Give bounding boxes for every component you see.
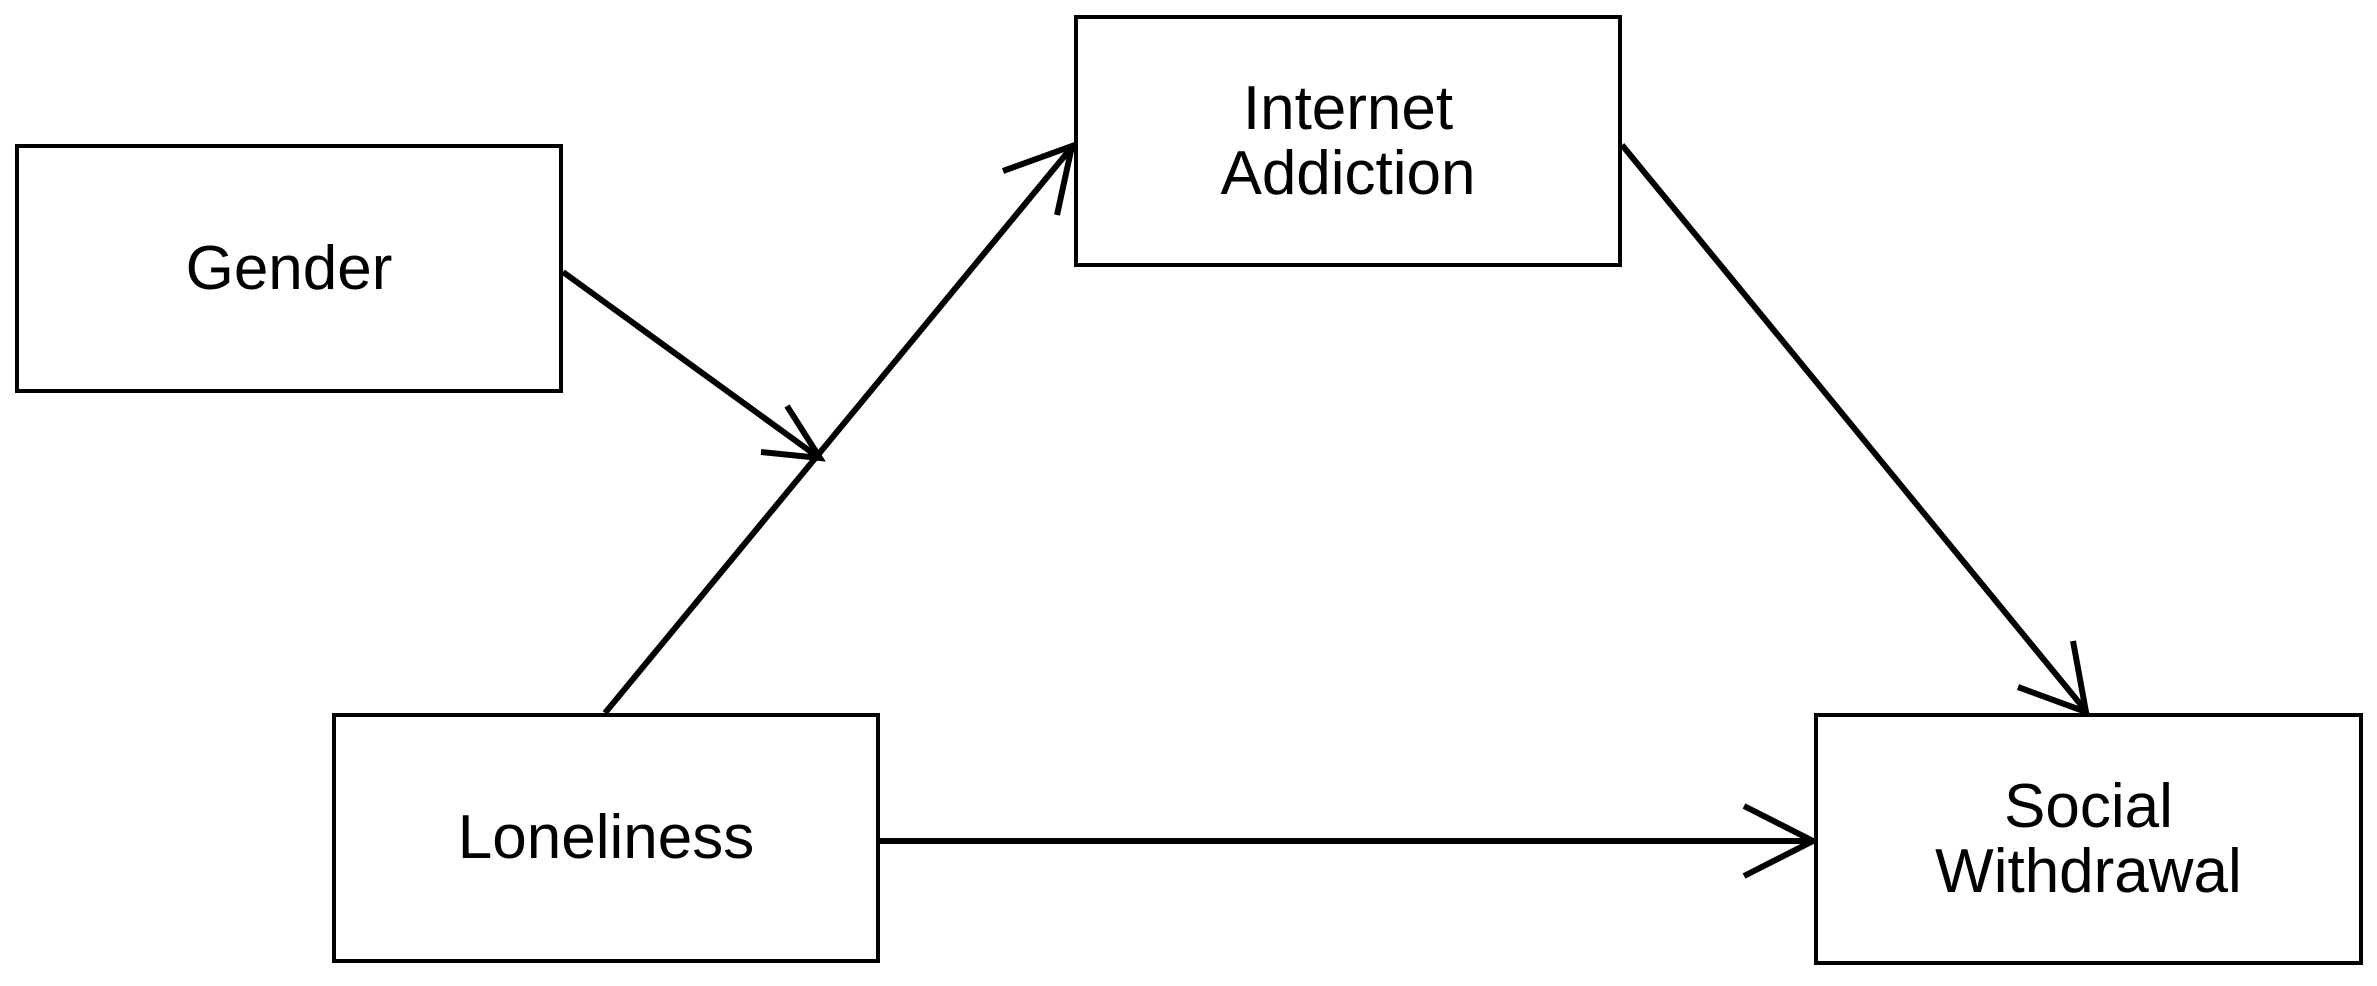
node-social-withdrawal-label: Social Withdrawal bbox=[1935, 771, 2242, 906]
edge-internet-addiction-to-social-withdrawal bbox=[1619, 143, 2090, 717]
arrowhead-open-v bbox=[1001, 141, 1077, 216]
node-gender[interactable]: Gender bbox=[15, 144, 563, 393]
arrowhead-open-v bbox=[2016, 640, 2090, 717]
node-loneliness[interactable]: Loneliness bbox=[332, 713, 880, 963]
edge-gender-to-loneliness-path bbox=[561, 269, 826, 462]
edge-loneliness-to-social-withdrawal bbox=[880, 803, 1820, 879]
node-internet-addiction-label: Internet Addiction bbox=[1220, 73, 1476, 208]
node-loneliness-label: Loneliness bbox=[457, 803, 755, 873]
arrowhead-open-v bbox=[760, 404, 826, 462]
edge-line bbox=[561, 269, 820, 460]
node-internet-addiction[interactable]: Internet Addiction bbox=[1074, 15, 1622, 267]
edge-line bbox=[602, 145, 1075, 715]
node-gender-label: Gender bbox=[185, 233, 393, 303]
arrowhead-open-v bbox=[1742, 803, 1820, 879]
edge-loneliness-to-internet-addiction bbox=[602, 141, 1077, 715]
node-social-withdrawal[interactable]: Social Withdrawal bbox=[1814, 713, 2363, 965]
edge-line bbox=[1619, 143, 2089, 713]
